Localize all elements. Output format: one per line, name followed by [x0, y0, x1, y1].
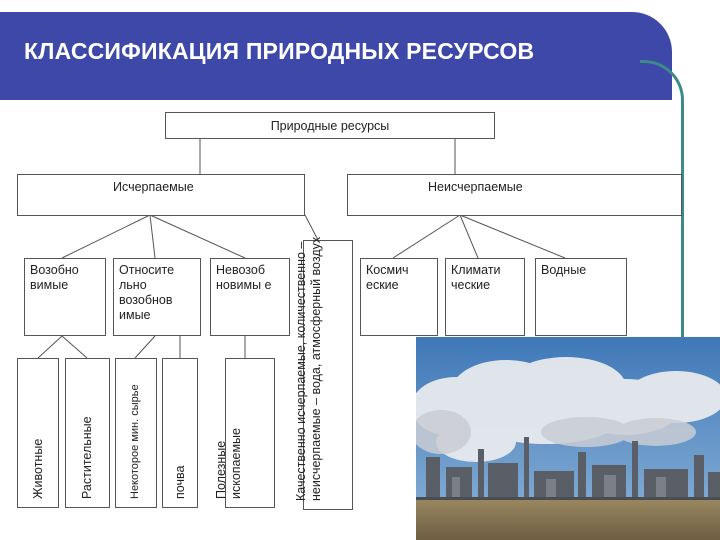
renewable-label: Возобно вимые: [30, 263, 79, 292]
soil-label: почва: [173, 465, 187, 499]
cosmic-node: Космич еские: [360, 258, 438, 336]
soil-node: почва: [162, 358, 198, 508]
root-node: Природные ресурсы: [165, 112, 495, 139]
inexhaustible-node: Неисчерпаемые: [347, 174, 682, 216]
plants-node: Растительные: [65, 358, 110, 508]
climatic-label: Климати ческие: [451, 263, 501, 292]
industrial-plant-image: [416, 337, 720, 540]
plants-label: Растительные: [80, 416, 94, 499]
water-label: Водные: [541, 263, 587, 277]
root-label: Природные ресурсы: [270, 119, 390, 133]
animals-label: Животные: [31, 438, 45, 499]
minerals-line-2: ископаемые: [229, 428, 243, 499]
industrial-plant-photo: [416, 337, 720, 540]
air-water-line-2: неисчерпаемые – вода, атмосферный воздух: [309, 236, 323, 501]
air-water-node: Качественно исчерпаемые, количественно –…: [294, 237, 353, 510]
nonrenewable-node: Невозоб новимы е: [210, 258, 290, 336]
water-node: Водные: [535, 258, 627, 336]
inexhaustible-label: Неисчерпаемые: [428, 180, 523, 194]
some-raw-node: Некоторое мин. сырье: [115, 358, 157, 508]
minerals-label: Полезные ископаемые: [214, 428, 244, 499]
cosmic-label: Космич еские: [366, 263, 409, 292]
air-water-line-1: Качественно исчерпаемые, количественно –: [294, 241, 308, 501]
minerals-line-1: Полезные: [214, 440, 228, 499]
renewable-node: Возобно вимые: [24, 258, 106, 336]
relatively-renewable-label: Относите льно возобнов имые: [119, 263, 175, 322]
minerals-node: Полезные ископаемые: [214, 358, 275, 508]
nonrenewable-label: Невозоб новимы е: [216, 263, 272, 292]
title-bar: [0, 12, 672, 100]
exhaustible-node: Исчерпаемые: [17, 174, 305, 216]
some-raw-label: Некоторое мин. сырье: [129, 384, 141, 499]
slide-title: КЛАССИФИКАЦИЯ ПРИРОДНЫХ РЕСУРСОВ: [24, 38, 535, 64]
animals-node: Животные: [17, 358, 59, 508]
climatic-node: Климати ческие: [445, 258, 525, 336]
relatively-renewable-node: Относите льно возобнов имые: [113, 258, 201, 336]
air-water-label: Качественно исчерпаемые, количественно –…: [294, 237, 324, 501]
exhaustible-label: Исчерпаемые: [113, 180, 194, 194]
